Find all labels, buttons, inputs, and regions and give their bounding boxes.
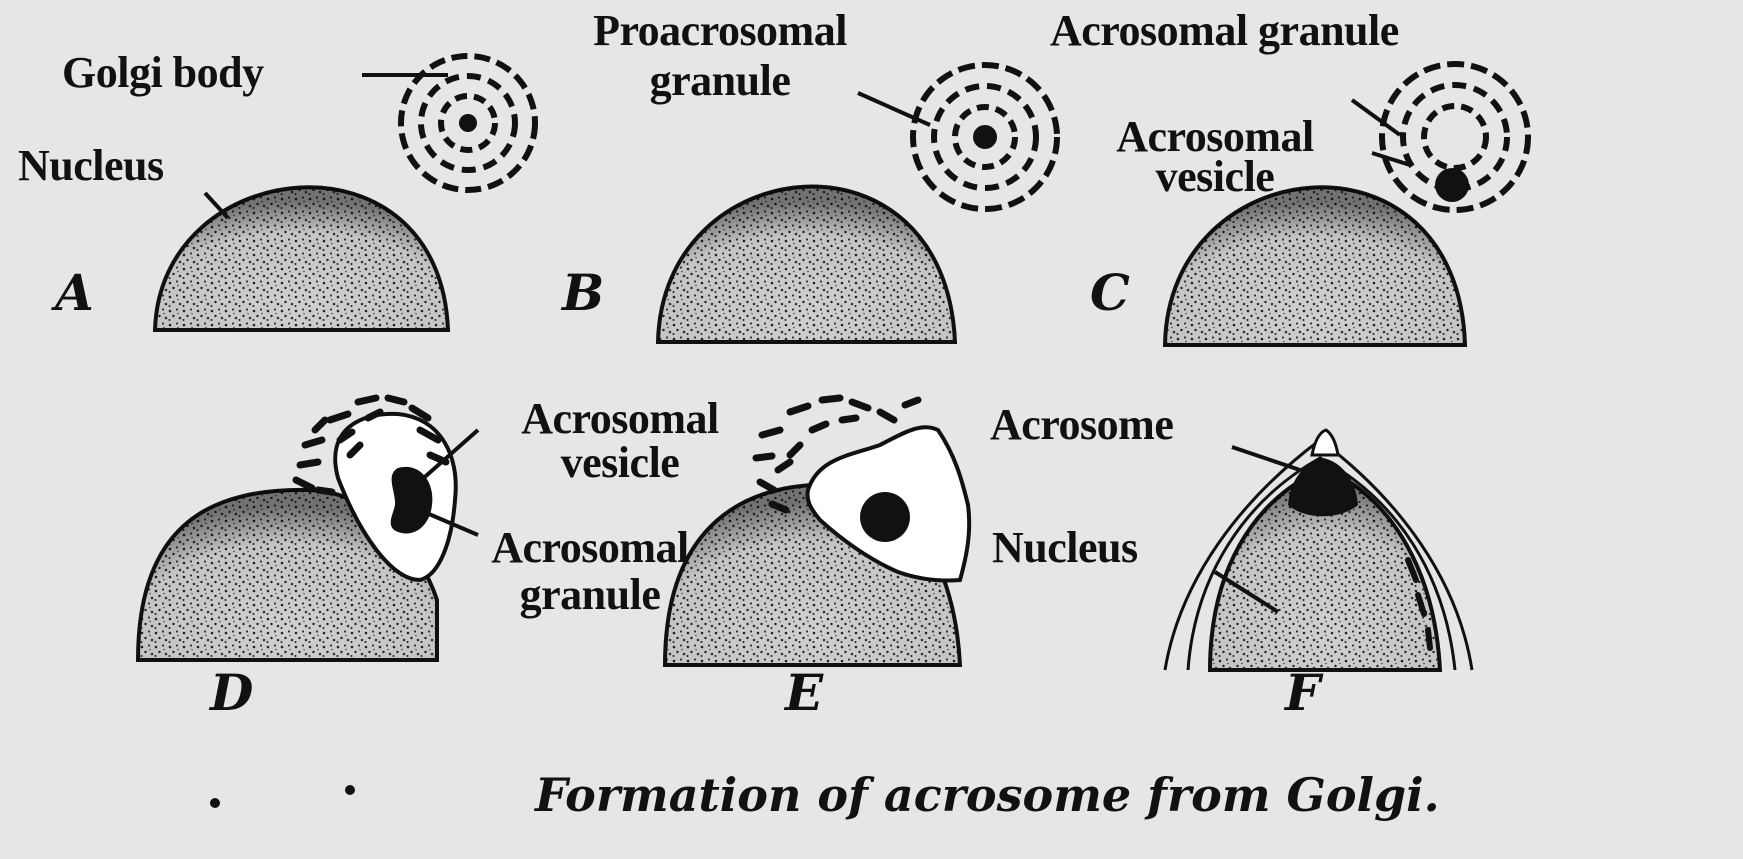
panel-b bbox=[658, 65, 1057, 342]
caption-mark-2 bbox=[345, 785, 355, 795]
acrosome-leader-f bbox=[1232, 447, 1300, 470]
panel-d bbox=[138, 398, 478, 660]
acrosomal-granule-label-d-line1: Acrosomal bbox=[430, 525, 750, 571]
acrosomal-vesicle-label-d-line1: Acrosomal bbox=[460, 396, 780, 442]
figure-caption: Formation of acrosome from Golgi. bbox=[535, 770, 1440, 820]
panel-letter-d: D bbox=[210, 668, 253, 718]
panel-letter-f: F bbox=[1285, 668, 1321, 718]
proacrosomal-granule-b bbox=[913, 65, 1057, 209]
caption-mark-1 bbox=[210, 798, 220, 808]
nucleus-label-a: Nucleus bbox=[18, 143, 164, 189]
acrosomal-vesicle-label-d-line2: vesicle bbox=[460, 440, 780, 486]
acrosome-label: Acrosome bbox=[990, 402, 1173, 448]
panel-letter-e: E bbox=[785, 668, 823, 718]
nucleus-label-f: Nucleus bbox=[992, 525, 1138, 571]
panel-letter-a: A bbox=[55, 268, 94, 318]
acrosomal-granule-label-d-line2: granule bbox=[430, 572, 750, 618]
golgi-body-label: Golgi body bbox=[62, 50, 264, 96]
panel-a bbox=[155, 56, 535, 330]
acrosomal-granule-label-c: Acrosomal granule bbox=[1050, 8, 1399, 54]
acrosome-f bbox=[1288, 458, 1358, 516]
acrosomal-vesicle-label-c-line2: vesicle bbox=[1065, 154, 1365, 200]
panel-letter-c: C bbox=[1090, 268, 1130, 318]
acrosomal-granule-e bbox=[860, 492, 910, 542]
panel-c bbox=[1165, 64, 1528, 345]
proacrosomal-granule-label-line2: granule bbox=[530, 58, 910, 104]
proacrosomal-granule-label-line1: Proacrosomal bbox=[530, 8, 910, 54]
golgi-granule-c bbox=[1382, 64, 1528, 210]
acrosomal-granule-c bbox=[1435, 168, 1469, 202]
acrosome-tip-f bbox=[1312, 430, 1338, 455]
panel-f bbox=[1165, 430, 1472, 670]
panel-letter-b: B bbox=[562, 268, 604, 318]
